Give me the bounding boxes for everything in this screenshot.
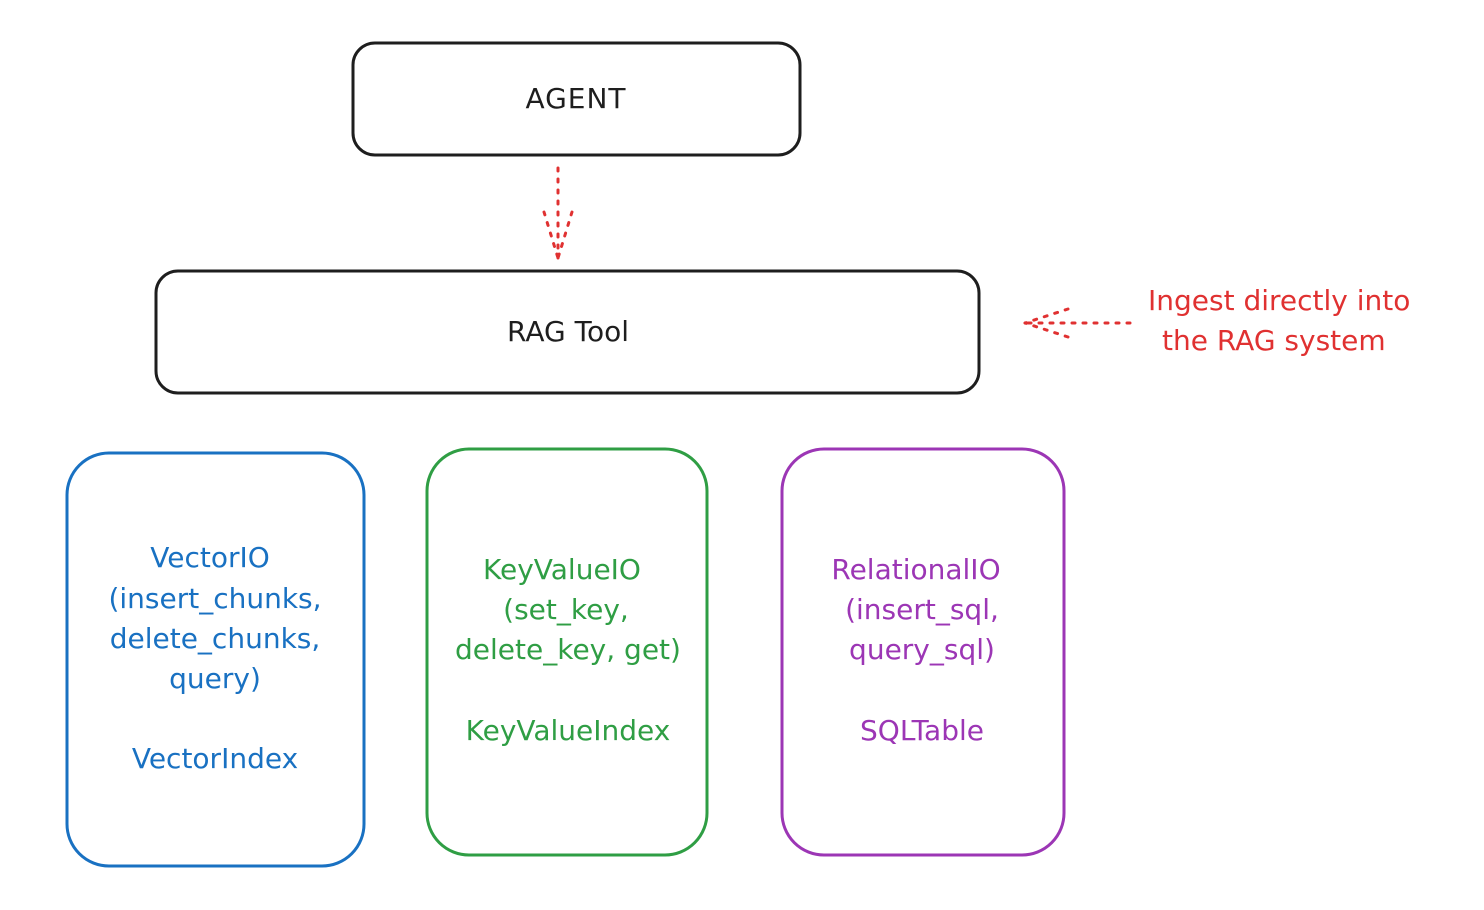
relational-io-line-1: RelationalIO [831,553,1000,586]
key-value-io-line-2: (set_key, [503,593,629,626]
agent-label: AGENT [525,82,626,115]
agent-to-rag-arrowhead-right [556,210,574,260]
agent-to-rag-arrowhead-left [542,210,560,260]
vector-io-line-4: query) [169,662,261,695]
vector-io-line-3: delete_chunks, [110,622,321,655]
ingest-annotation: Ingest directly into the RAG system [1148,284,1410,357]
relational-io-line-2: (insert_sql, [845,593,999,626]
sql-table-label: SQLTable [860,714,984,747]
vector-io-node: VectorIO (insert_chunks, delete_chunks, … [65,451,366,868]
vector-io-box [65,451,366,868]
relational-io-box [780,447,1066,857]
ingest-annotation-line-2: the RAG system [1162,324,1386,357]
vector-index-label: VectorIndex [132,742,298,775]
key-value-io-box [425,447,709,857]
ingest-arrowhead-top [1023,307,1070,325]
agent-to-rag-arrow [542,166,574,260]
relational-io-line-3: query_sql) [849,633,995,666]
relational-io-node: RelationalIO (insert_sql, query_sql) SQL… [780,447,1066,857]
rag-tool-label: RAG Tool [507,315,629,348]
key-value-index-label: KeyValueIndex [466,714,671,747]
vector-io-line-1: VectorIO [150,541,270,574]
key-value-io-line-3: delete_key, get) [455,633,681,666]
ingest-arrow [1023,307,1132,339]
key-value-io-node: KeyValueIO (set_key, delete_key, get) Ke… [425,447,709,857]
rag-tool-box [154,269,981,395]
rag-tool-node: RAG Tool [154,269,981,395]
ingest-annotation-line-1: Ingest directly into [1148,284,1410,317]
ingest-arrowhead-bottom [1023,321,1070,339]
agent-node: AGENT [351,41,802,157]
key-value-io-line-1: KeyValueIO [483,553,641,586]
agent-box [351,41,802,157]
vector-io-line-2: (insert_chunks, [108,582,321,615]
